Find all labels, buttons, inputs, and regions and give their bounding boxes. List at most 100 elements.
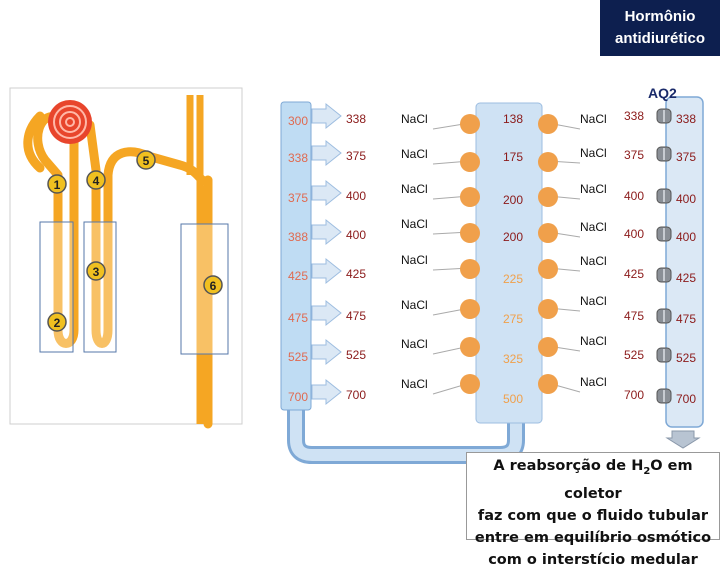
collecting-tubule-illustration bbox=[186, 95, 204, 424]
interstitium-value: 475 bbox=[346, 309, 366, 323]
interstitium-value: 700 bbox=[346, 388, 366, 402]
descending-value: 375 bbox=[288, 191, 308, 205]
descending-value: 300 bbox=[288, 114, 308, 128]
collecting-duct-outflow-arrow bbox=[665, 430, 701, 449]
pump-node-right bbox=[538, 114, 558, 134]
aqp-label: AQ2 bbox=[648, 85, 677, 101]
collecting-duct-value: 338 bbox=[676, 112, 696, 126]
tubule bbox=[33, 112, 213, 429]
proximal-curl bbox=[23, 111, 45, 173]
ascending-value: 138 bbox=[503, 112, 523, 126]
interstitium-value: 525 bbox=[346, 348, 366, 362]
marker-5-label: 5 bbox=[143, 154, 150, 168]
ascending-value: 200 bbox=[503, 230, 523, 244]
marker-6-label: 6 bbox=[210, 279, 217, 293]
marker-2-label: 2 bbox=[54, 316, 61, 330]
marker-5: 5 bbox=[136, 150, 156, 170]
title-line-2: antidiurético bbox=[614, 30, 705, 47]
marker-6: 6 bbox=[203, 275, 223, 295]
outer-value: 375 bbox=[624, 148, 644, 162]
descending-limb bbox=[280, 101, 312, 411]
marker-2: 2 bbox=[47, 312, 67, 332]
water-arrow bbox=[311, 102, 342, 130]
water-arrow bbox=[311, 378, 342, 406]
ascending-value: 500 bbox=[503, 392, 523, 406]
outer-value: 338 bbox=[624, 109, 644, 123]
ascending-value: 225 bbox=[503, 272, 523, 286]
nacl-left-label: NaCl bbox=[401, 147, 428, 161]
collecting-duct bbox=[665, 96, 704, 428]
marker-1: 1 bbox=[47, 174, 67, 194]
ascending-value: 325 bbox=[503, 352, 523, 366]
caption-line-3: entre em equilíbrio osmótico bbox=[474, 529, 712, 546]
water-arrow bbox=[311, 218, 342, 246]
marker-4-label: 4 bbox=[93, 174, 100, 188]
interstitium-value: 375 bbox=[346, 149, 366, 163]
pump-node-right bbox=[538, 299, 558, 319]
pump-node-right bbox=[538, 152, 558, 172]
pump-node-right bbox=[538, 223, 558, 243]
nacl-left-label: NaCl bbox=[401, 377, 428, 391]
ascending-value: 175 bbox=[503, 150, 523, 164]
pump-node-right bbox=[538, 259, 558, 279]
pump-node-left bbox=[460, 114, 480, 134]
pump-node-left bbox=[460, 223, 480, 243]
nacl-left-label: NaCl bbox=[401, 112, 428, 126]
water-arrow bbox=[311, 338, 342, 366]
ascending-value: 275 bbox=[503, 312, 523, 326]
nacl-left-label: NaCl bbox=[401, 298, 428, 312]
pump-node-left bbox=[460, 187, 480, 207]
descending-value: 700 bbox=[288, 390, 308, 404]
title-line-1: Hormônio bbox=[624, 8, 696, 25]
caption-line-1: A reabsorção de H2O em coletor bbox=[493, 458, 693, 502]
caption-line-2: faz com que o fluido tubular bbox=[477, 507, 709, 524]
marker-3-label: 3 bbox=[93, 265, 100, 279]
outer-value: 525 bbox=[624, 348, 644, 362]
marker-3: 3 bbox=[86, 261, 106, 281]
pump-node-left bbox=[460, 337, 480, 357]
region-box-descending bbox=[39, 221, 74, 353]
pump-nodes bbox=[460, 114, 558, 394]
pump-node-left bbox=[460, 259, 480, 279]
descending-arrows bbox=[311, 102, 342, 406]
descending-value: 338 bbox=[288, 151, 308, 165]
caption-box: A reabsorção de H2O em coletor faz com q… bbox=[466, 452, 720, 568]
interstitium-value: 338 bbox=[346, 112, 366, 126]
nacl-right-label: NaCl bbox=[580, 254, 607, 268]
interstitium-value: 400 bbox=[346, 228, 366, 242]
nephron-illustration: 1 2 3 4 5 6 bbox=[9, 87, 243, 429]
nacl-right-label: NaCl bbox=[580, 112, 607, 126]
ascending-value: 200 bbox=[503, 193, 523, 207]
aquaporins bbox=[656, 108, 672, 404]
descending-value: 425 bbox=[288, 269, 308, 283]
caption-line-4: com o interstício medular bbox=[488, 551, 698, 568]
outer-value: 425 bbox=[624, 267, 644, 281]
nacl-left-label: NaCl bbox=[401, 217, 428, 231]
nacl-right-label: NaCl bbox=[580, 220, 607, 234]
pump-node-left bbox=[460, 152, 480, 172]
water-arrow bbox=[311, 139, 342, 167]
nacl-left-label: NaCl bbox=[401, 337, 428, 351]
interstitium-value: 400 bbox=[346, 189, 366, 203]
nephron-diagram: 1 2 3 4 5 6 AQ2 bbox=[9, 85, 704, 464]
nacl-left-label: NaCl bbox=[401, 253, 428, 267]
water-arrow bbox=[311, 257, 342, 285]
outer-value: 400 bbox=[624, 227, 644, 241]
nacl-right-label: NaCl bbox=[580, 334, 607, 348]
marker-1-label: 1 bbox=[54, 178, 61, 192]
collecting-duct-value: 700 bbox=[676, 392, 696, 406]
water-arrow bbox=[311, 299, 342, 327]
ascending-values: 138 175 200 200 225 275 325 500 bbox=[503, 112, 523, 406]
nacl-right-label: NaCl bbox=[580, 294, 607, 308]
nacl-left-label: NaCl bbox=[401, 182, 428, 196]
pump-node-right bbox=[538, 337, 558, 357]
outer-value: 400 bbox=[624, 189, 644, 203]
nacl-right-label: NaCl bbox=[580, 375, 607, 389]
